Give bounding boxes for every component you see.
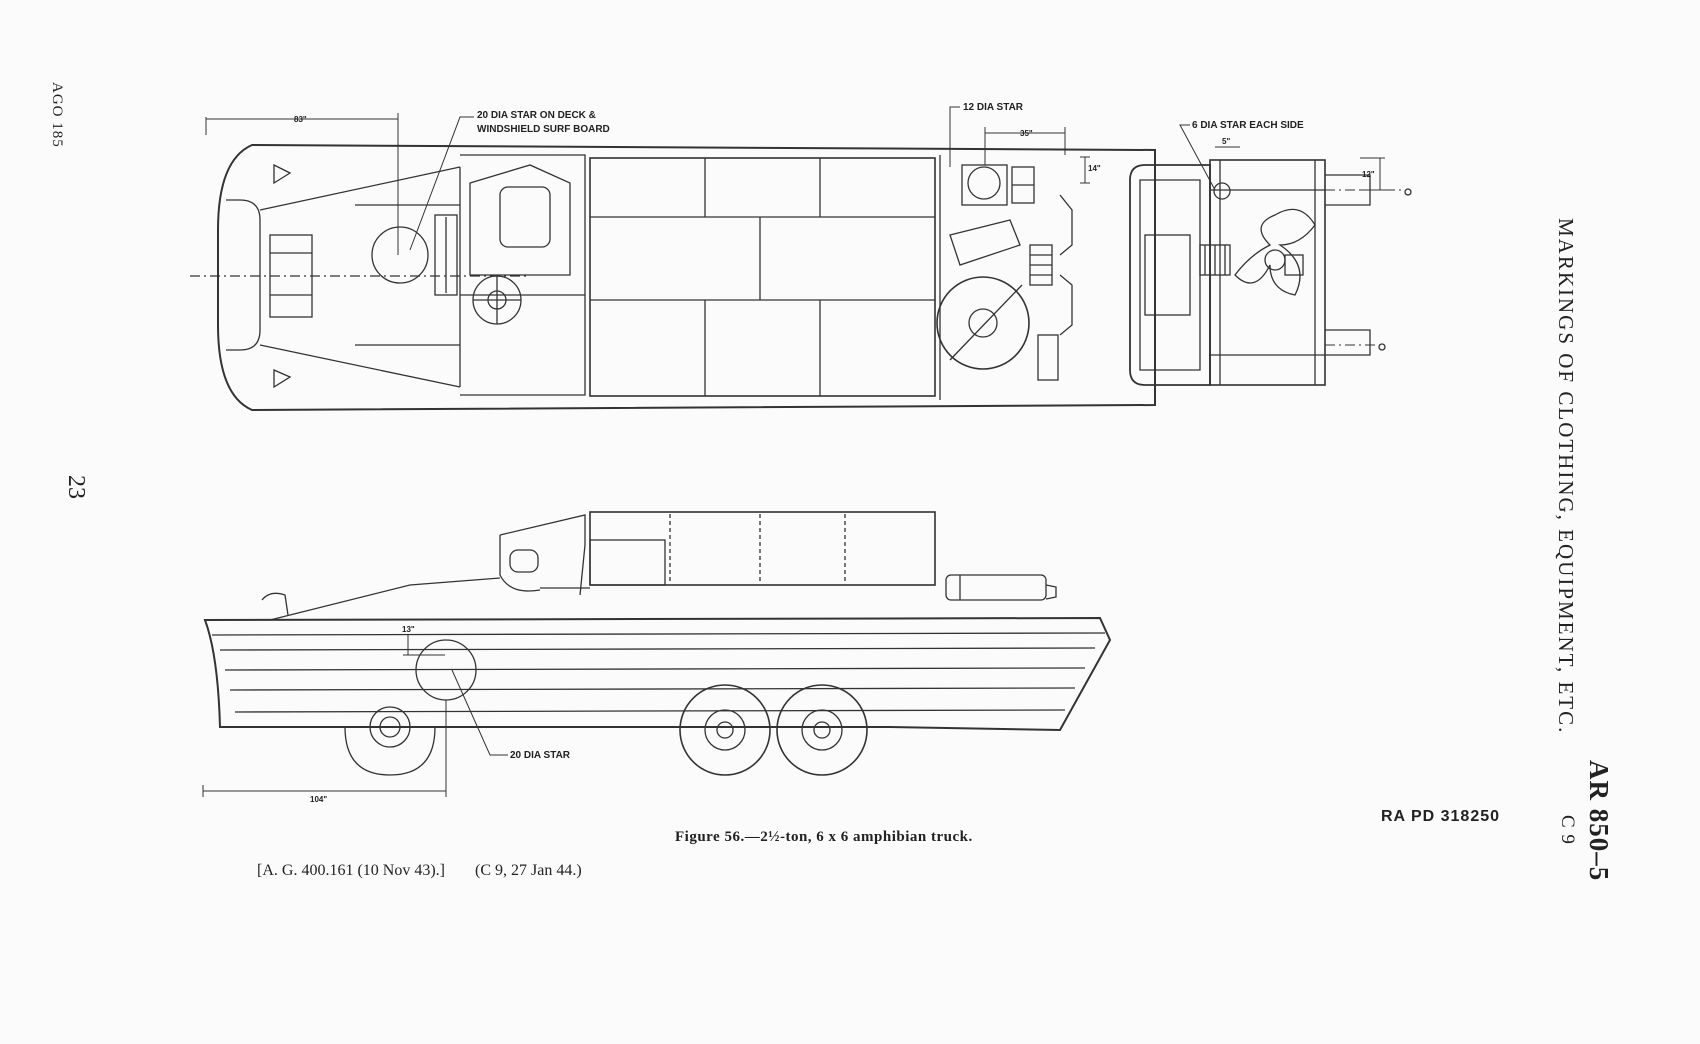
citation: [A. G. 400.161 (10 Nov 43).] (C 9, 27 Ja… xyxy=(257,862,582,880)
deck-star-label-line1: 20 DIA STAR ON DECK & xyxy=(477,110,596,121)
dim-side-length-label: 104" xyxy=(310,795,327,804)
rear-star-label: 12 DIA STAR xyxy=(963,102,1024,113)
side-view: 13" 20 DIA STAR 104" xyxy=(202,511,1112,804)
rear-star-marker xyxy=(967,166,1001,200)
rear-side-star-marker xyxy=(1213,182,1231,200)
citation-change: (C 9, 27 Jan 44.) xyxy=(474,862,582,879)
side-star-label: 20 DIA STAR xyxy=(510,750,571,761)
rear-star-side-label: 6 DIA STAR EACH SIDE xyxy=(1192,120,1304,131)
running-head: MARKINGS OF CLOTHING, EQUIPMENT, ETC. xyxy=(1554,218,1578,735)
rear-view: 6 DIA STAR EACH SIDE 5" 12" xyxy=(1129,120,1412,386)
document-number: AR 850–5 xyxy=(1584,760,1614,882)
dim-rear-side-label: 12" xyxy=(1362,170,1375,179)
citation-ref: [A. G. 400.161 (10 Nov 43).] xyxy=(257,862,445,879)
spare-wheel xyxy=(936,276,1030,370)
plate-number: RA PD 318250 xyxy=(1381,808,1501,825)
page-number: 23 xyxy=(63,475,89,499)
figure-caption: Figure 56.—2½-ton, 6 x 6 amphibian truck… xyxy=(675,829,973,845)
change-number: C 9 xyxy=(1557,815,1578,845)
dim-rear-label: 35" xyxy=(1020,129,1033,138)
dim-side-height-label: 13" xyxy=(402,625,415,634)
deck-star-label-line2: WINDSHIELD SURF BOARD xyxy=(477,124,610,135)
dim-rear-offset-label: 14" xyxy=(1088,164,1101,173)
dim-front-label: 83" xyxy=(294,115,307,124)
deck-star-marker xyxy=(371,226,429,284)
margin-code: AGO 185 xyxy=(49,82,65,148)
top-view: 83" 20 DIA STAR ON DECK & WINDSHIELD SUR… xyxy=(190,102,1156,412)
dim-rear-top-label: 5" xyxy=(1222,137,1230,146)
amphibian-truck-drawing: 83" 20 DIA STAR ON DECK & WINDSHIELD SUR… xyxy=(190,102,1412,804)
